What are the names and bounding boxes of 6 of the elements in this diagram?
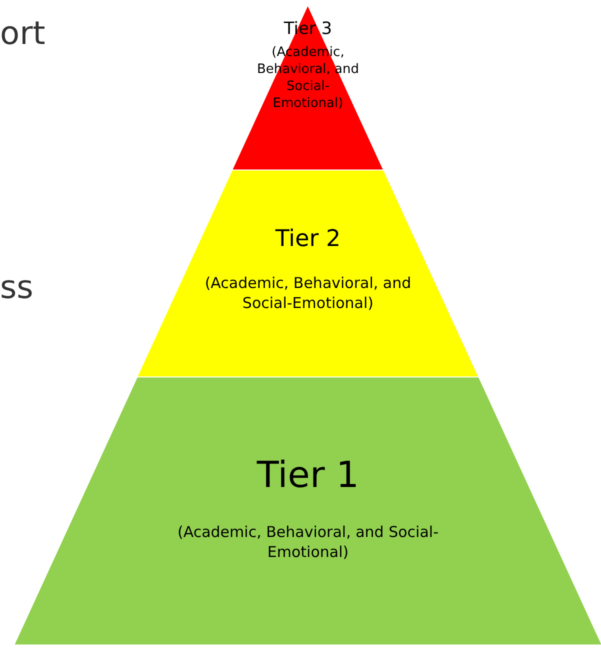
- tier-heading: Tier 1: [256, 455, 360, 496]
- tier-description: (Academic, Behavioral, and Social-Emotional): [176, 523, 440, 562]
- slide-text: ort: [0, 14, 46, 52]
- tier-heading: Tier 2: [275, 226, 341, 252]
- slide-text: ss: [0, 268, 34, 306]
- tier-description: (Academic, Behavioral, and Social-Emotional): [204, 274, 412, 313]
